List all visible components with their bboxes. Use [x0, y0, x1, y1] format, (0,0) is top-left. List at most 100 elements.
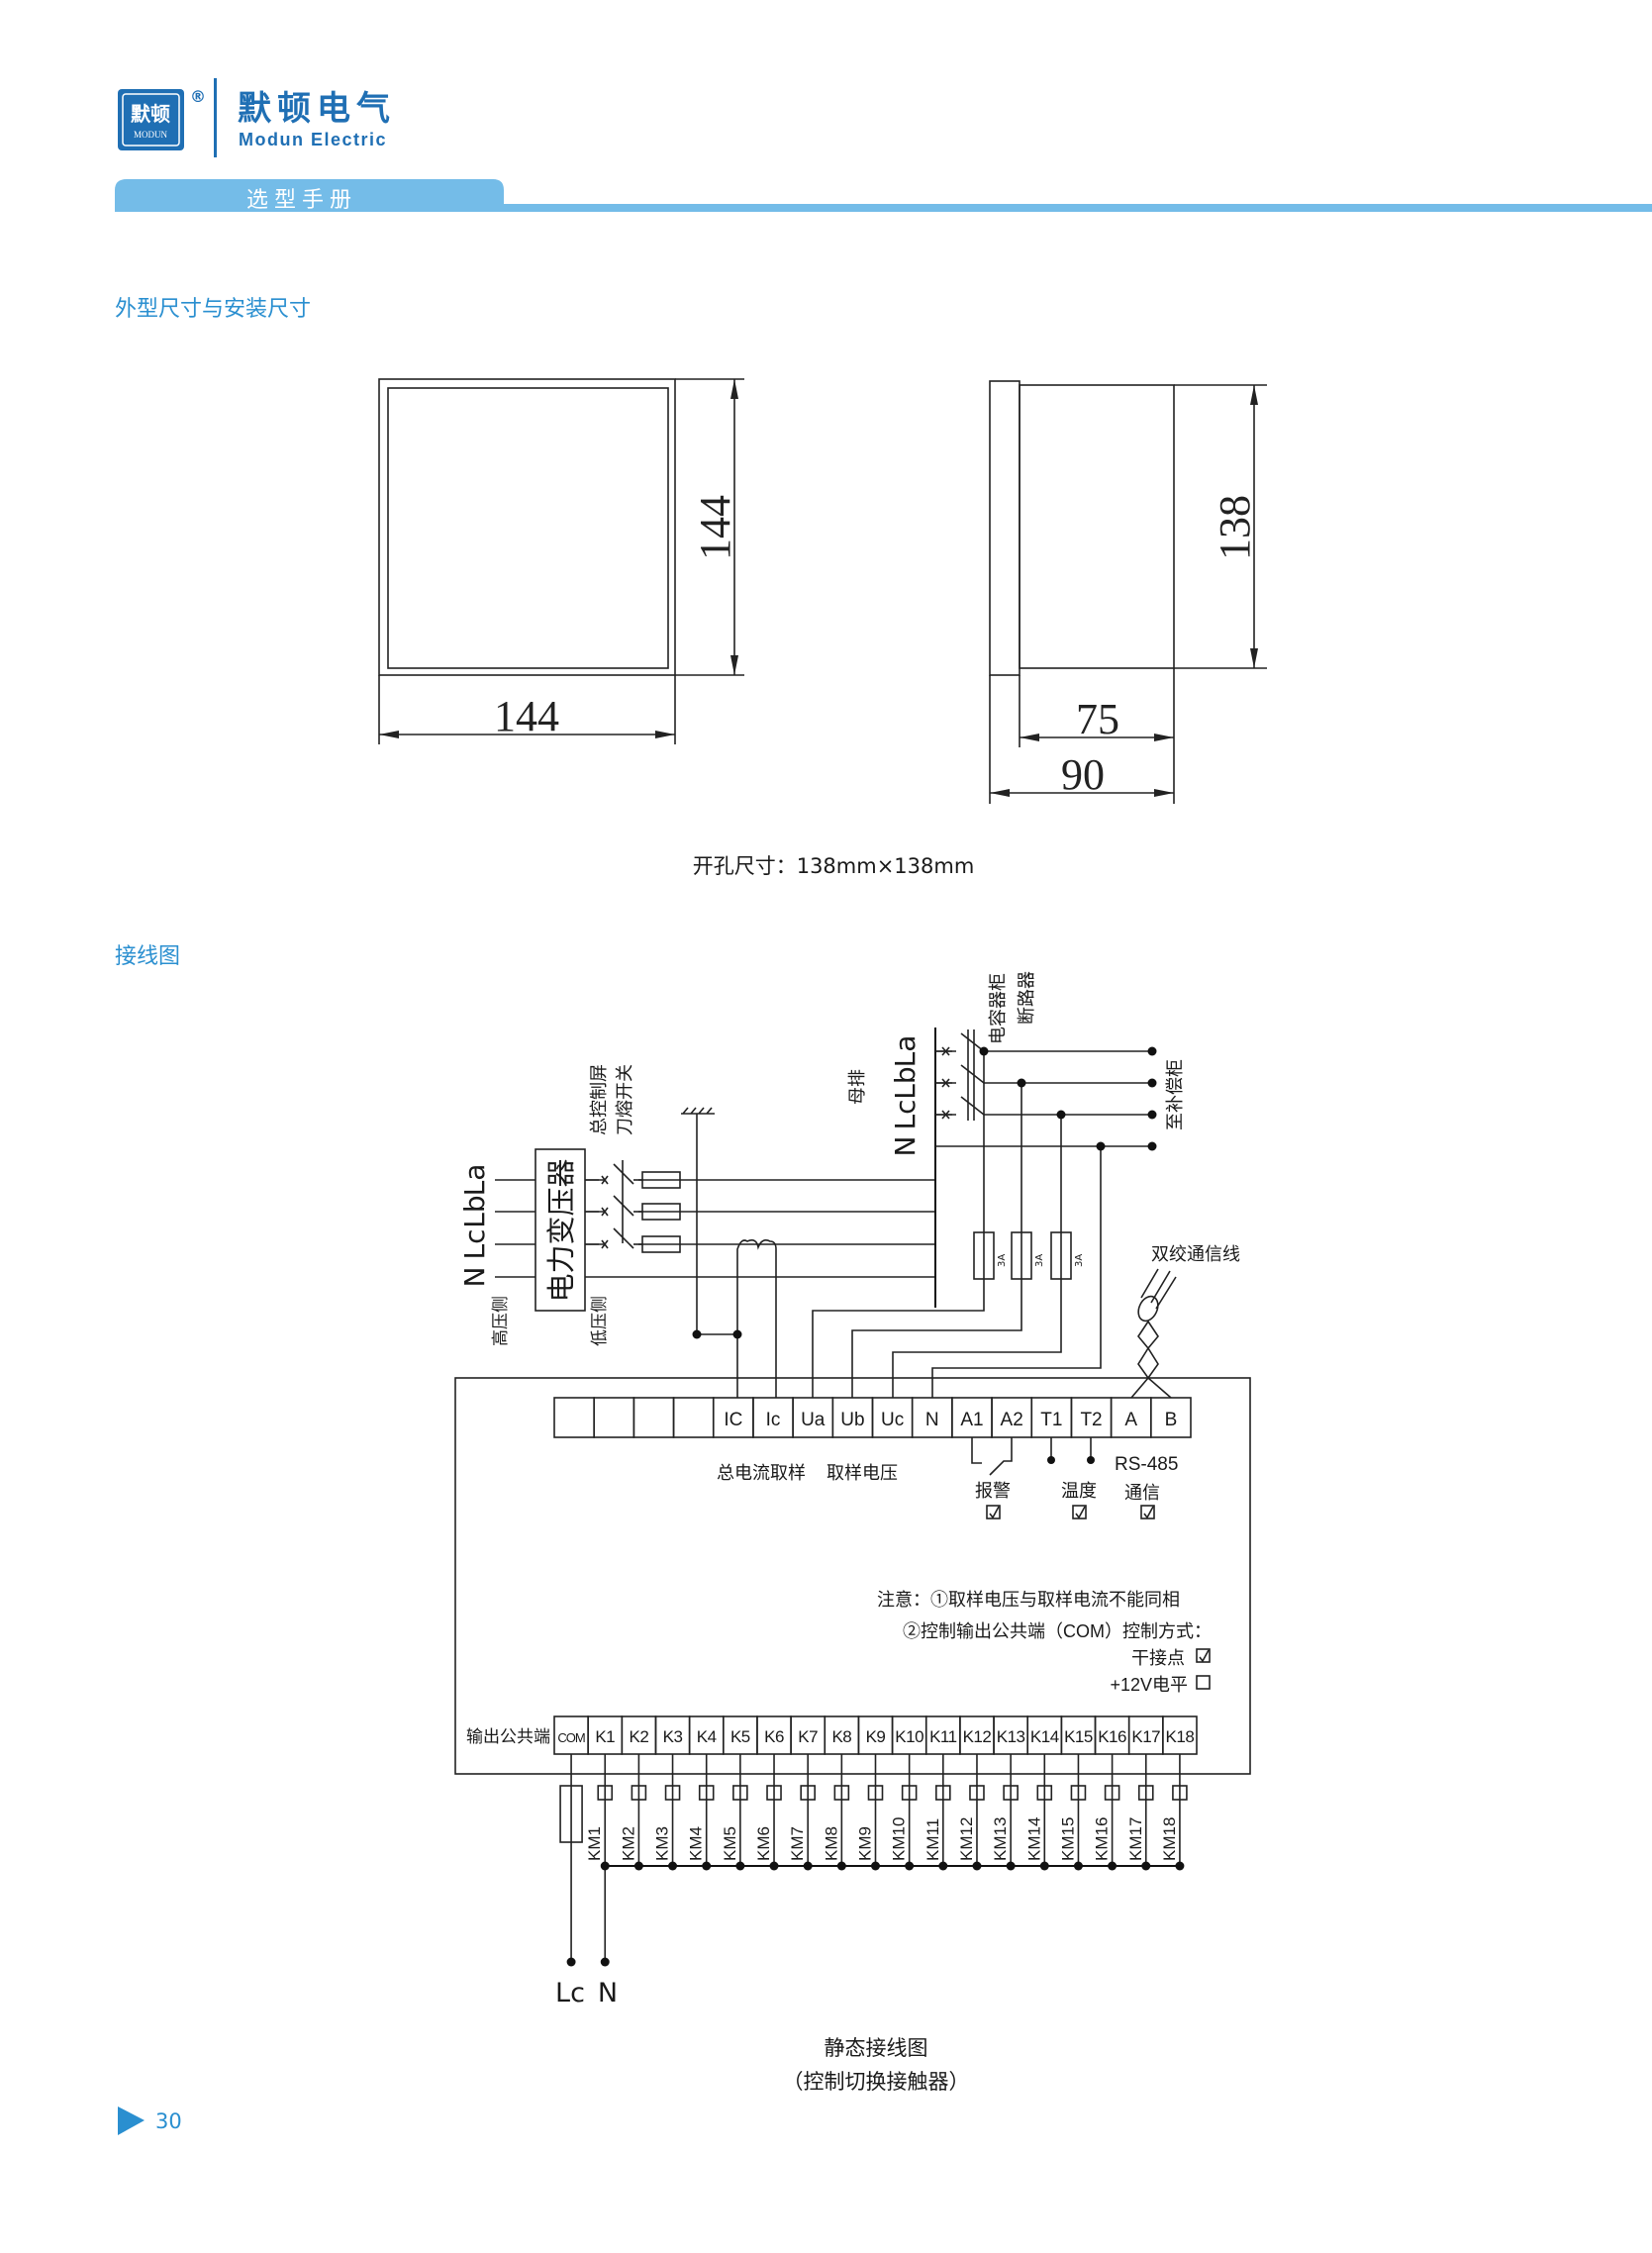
contactor-label: KM6: [754, 1826, 773, 1861]
contactor-label: KM18: [1160, 1817, 1179, 1861]
communication-label: 通信: [1124, 1483, 1160, 1503]
bus-dot: [1108, 1861, 1118, 1871]
contactor-label: KM16: [1093, 1817, 1112, 1861]
terminal-cell: [672, 1397, 715, 1438]
contactor-coil: [1137, 1785, 1154, 1801]
registered-mark: ®: [190, 87, 206, 106]
output-label: K12: [963, 1727, 992, 1746]
output-label: K17: [1131, 1727, 1160, 1746]
twisted-pair-label: 双绞通信线: [1151, 1244, 1240, 1264]
contactor-label: KM8: [822, 1826, 840, 1861]
section-title-wiring: 接线图: [115, 944, 180, 969]
wiring-diagram: [454, 1028, 1251, 1775]
logo-cn: 默顿: [131, 102, 170, 126]
front-view-drawing: [378, 378, 744, 744]
capacitor-breakers: [935, 1029, 1152, 1147]
caption-title: 静态接线图: [825, 2036, 928, 2060]
contactor-coil: [800, 1785, 816, 1801]
hv-phase-label: La: [458, 1164, 491, 1197]
junction-dot: [1147, 1110, 1157, 1120]
side-height-label: 138: [1211, 495, 1259, 560]
contactor-coil: [732, 1785, 748, 1801]
high-side-label: 高压侧: [491, 1296, 510, 1346]
contactor-coil: [1036, 1785, 1053, 1801]
contactor-label: KM11: [923, 1818, 942, 1861]
header-divider: [214, 78, 217, 157]
bus-dot: [836, 1861, 846, 1871]
level-12v-label: +12V电平: [1110, 1675, 1188, 1695]
output-label: K11: [929, 1727, 957, 1746]
terminal-label: N: [925, 1410, 939, 1430]
contactor-label: KM2: [619, 1826, 637, 1861]
brand-en: Modun Electric: [239, 130, 387, 149]
junction-dot: [692, 1329, 702, 1339]
current-transformer: [736, 1239, 777, 1398]
contactor-coil: [1104, 1785, 1120, 1801]
fuse-rating: 3A: [1074, 1254, 1085, 1267]
junction-dot: [979, 1046, 989, 1056]
output-label: K4: [697, 1727, 717, 1746]
contactor-coil: [1070, 1785, 1087, 1801]
front-height-label: 144: [691, 495, 739, 560]
bus-dot: [1073, 1861, 1083, 1871]
contactor-coil: [867, 1785, 884, 1801]
output-label: K10: [895, 1727, 923, 1746]
checkbox-empty-icon: [1196, 1675, 1211, 1690]
controller-box: [454, 1377, 1251, 1775]
output-label: K3: [663, 1727, 683, 1746]
terminal-label: T1: [1040, 1410, 1062, 1430]
bus-dot: [1039, 1861, 1049, 1871]
contactor-label: KM7: [788, 1826, 807, 1861]
fuse-rating: 3A: [1034, 1254, 1045, 1267]
contactor-label: KM13: [991, 1817, 1010, 1861]
junction-dot: [1147, 1046, 1157, 1056]
side-view-drawing: [989, 380, 1267, 804]
junction-dot: [1017, 1078, 1026, 1088]
dry-contact-label: 干接点: [1131, 1648, 1185, 1668]
output-label: K16: [1098, 1727, 1126, 1746]
checkbox-checked-icon: [986, 1505, 1001, 1519]
contactor-coil: [698, 1785, 715, 1801]
com-fuse: [559, 1785, 583, 1843]
terminal-label: A1: [960, 1410, 983, 1430]
note-2: ②控制输出公共端（COM）控制方式：: [903, 1621, 1212, 1641]
busbar-phase-label: La: [889, 1035, 922, 1068]
manual-tab-bar: [115, 179, 1652, 212]
busbar-phase-label: Lc: [889, 1100, 922, 1130]
bus-dot: [600, 1861, 610, 1871]
bus-dot: [803, 1861, 813, 1871]
contactor-label: KM1: [585, 1826, 604, 1861]
contactor-coil: [766, 1785, 782, 1801]
junction-dot: [1147, 1078, 1157, 1088]
switch-label-2: 刀熔开关: [615, 1064, 634, 1135]
supply-lc-label: Lc: [555, 1978, 585, 2008]
contactor-coil: [1003, 1785, 1019, 1801]
bus-dot: [871, 1861, 880, 1871]
brand-cn: 默顿电气: [238, 89, 396, 129]
knife-switch: [585, 1160, 642, 1249]
bus-dot: [1006, 1861, 1016, 1871]
transformer-label: 电力变压器: [544, 1158, 578, 1302]
output-label: K13: [997, 1727, 1025, 1746]
junction-dot: [1147, 1141, 1157, 1151]
output-label: K8: [831, 1727, 851, 1746]
ground-icon: [681, 1107, 715, 1115]
front-width-label: 144: [494, 692, 559, 740]
terminal-cell: [553, 1397, 595, 1438]
switch-label-1: 总控制屏: [589, 1064, 609, 1135]
bus-dot: [735, 1861, 745, 1871]
twisted-pair-cable-icon: [1130, 1268, 1177, 1399]
logo: 默顿 MODUN: [118, 89, 184, 150]
contactor-label: KM12: [957, 1817, 976, 1861]
output-label: K14: [1030, 1727, 1059, 1746]
busbar-phase-label: Lb: [889, 1066, 922, 1099]
temperature-terminal-dot: [1047, 1456, 1055, 1464]
temperature-terminal-dot: [1087, 1456, 1095, 1464]
hv-phase-label: Lc: [458, 1229, 491, 1260]
output-label: K9: [866, 1727, 886, 1746]
contactor-label: KM4: [687, 1826, 706, 1861]
bus-dot: [668, 1861, 678, 1871]
